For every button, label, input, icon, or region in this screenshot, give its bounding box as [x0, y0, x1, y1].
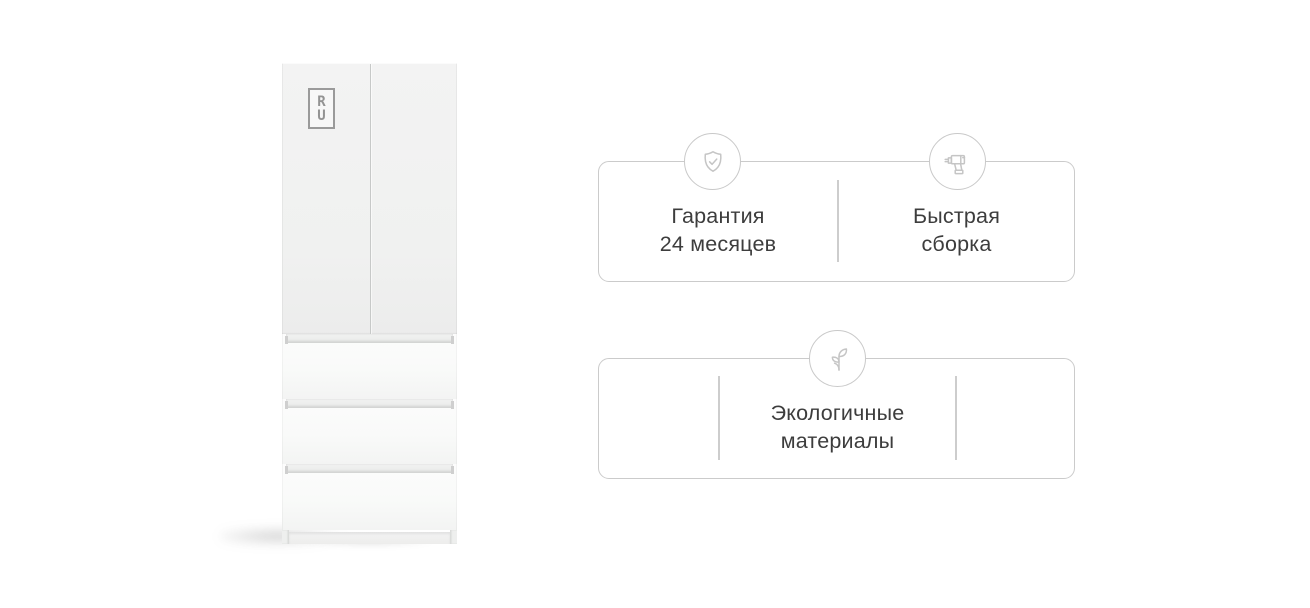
- leaf-icon: [809, 330, 866, 387]
- feature-assembly-label: Быстрая сборка: [837, 202, 1076, 258]
- feature-assembly-line2: сборка: [921, 232, 992, 256]
- wardrobe-body: R U: [282, 63, 457, 545]
- door-gap-highlight: [371, 64, 372, 334]
- features-card-warranty-assembly: Гарантия 24 месяцев Быстрая сборка: [598, 133, 1076, 282]
- brand-badge: R U: [308, 88, 335, 129]
- plinth-foot-right: [450, 530, 457, 544]
- shield-check-icon: [684, 133, 741, 190]
- wardrobe-drawers: [282, 334, 457, 530]
- door-gap: [370, 64, 371, 334]
- card-divider: [837, 180, 839, 262]
- brand-badge-letter-u: U: [317, 107, 326, 124]
- feature-warranty-line1: Гарантия: [671, 204, 765, 228]
- drawer-3-handle-recess: [285, 464, 454, 474]
- drill-icon: [929, 133, 986, 190]
- feature-warranty-label: Гарантия 24 месяцев: [599, 202, 837, 258]
- wardrobe-plinth: [282, 530, 457, 545]
- product-image-wardrobe: R U: [220, 63, 465, 555]
- wardrobe-doors: R U: [282, 63, 457, 334]
- plinth-face: [289, 532, 450, 544]
- features-card-eco: Экологичные материалы: [598, 330, 1076, 479]
- drawer-3: [282, 464, 457, 530]
- feature-eco-line1: Экологичные: [770, 401, 905, 425]
- drawer-1: [282, 334, 457, 399]
- brand-badge-letter-r: R: [317, 93, 326, 110]
- drawer-2: [282, 399, 457, 464]
- feature-eco-label: Экологичные материалы: [599, 399, 1076, 455]
- feature-assembly-line1: Быстрая: [912, 204, 1001, 228]
- card-divider-right: [955, 376, 957, 460]
- drawer-2-handle-recess: [285, 399, 454, 409]
- feature-eco-line2: материалы: [780, 429, 895, 453]
- card-divider-left: [718, 376, 720, 460]
- plinth-foot-left: [282, 530, 289, 544]
- feature-warranty-line2: 24 месяцев: [659, 232, 777, 256]
- drawer-1-handle-recess: [285, 334, 454, 344]
